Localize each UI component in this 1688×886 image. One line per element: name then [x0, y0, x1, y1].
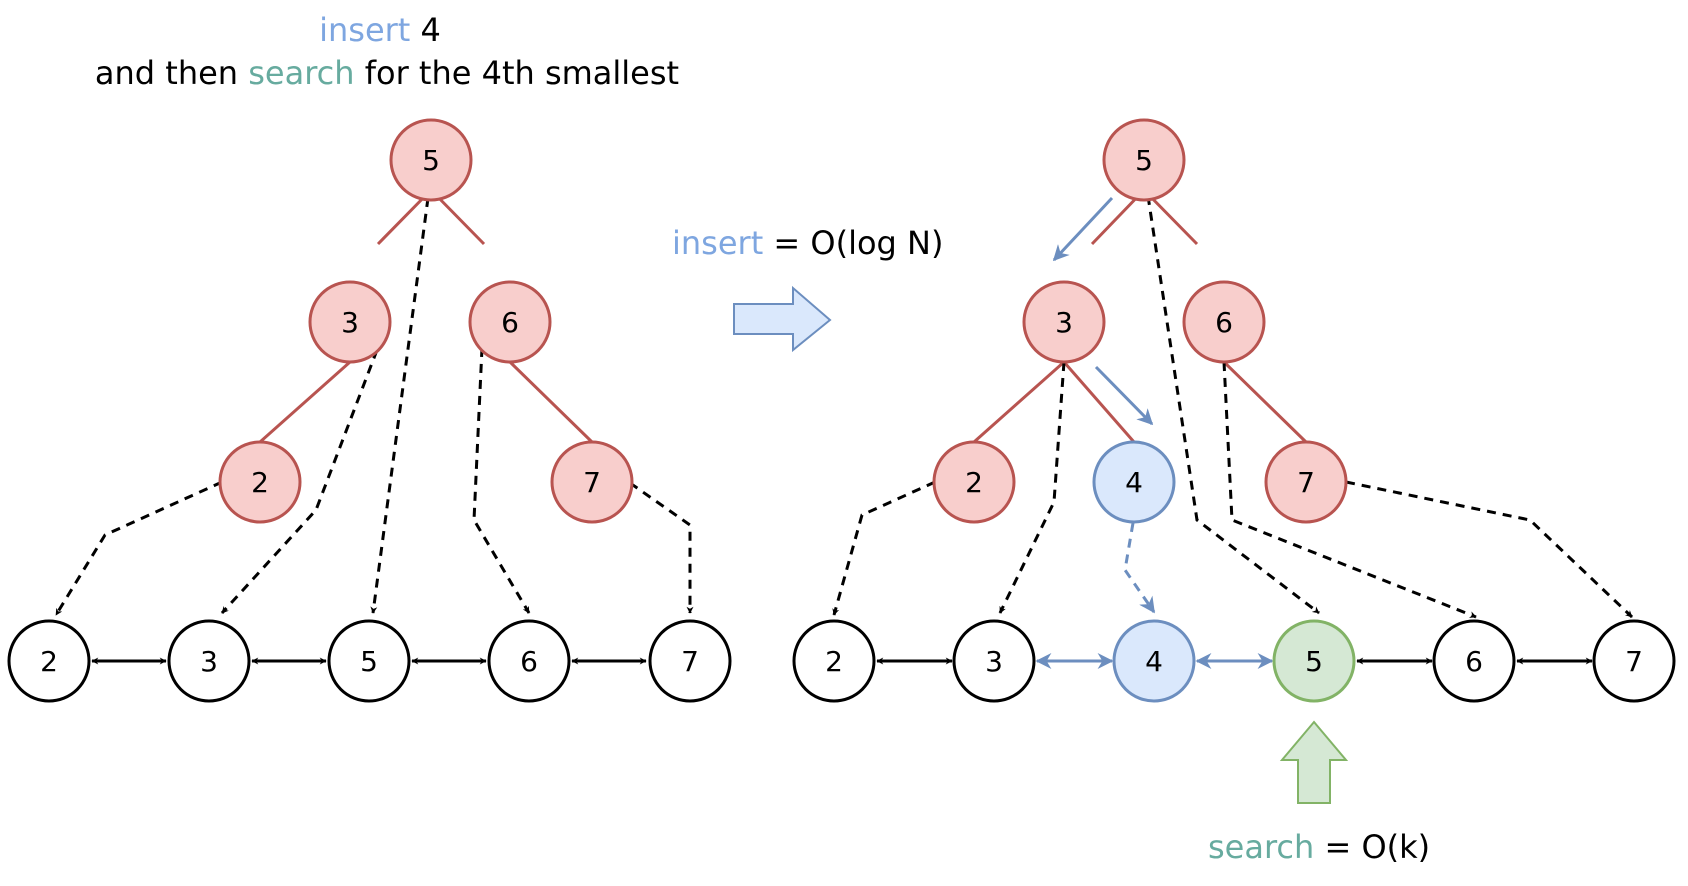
node-label: 2 — [825, 645, 843, 678]
node-label: 6 — [501, 306, 519, 339]
list-node: 3 — [167, 619, 251, 703]
list-node: 3 — [952, 619, 1036, 703]
pointer-7 — [1345, 480, 1634, 619]
pointer-6 — [472, 347, 531, 614]
pointer-7 — [629, 481, 694, 614]
list-node: 6 — [1432, 619, 1516, 703]
node-label: 3 — [200, 645, 218, 678]
after-leaf-pointers — [832, 195, 1634, 619]
before-leaf-pointers — [54, 197, 694, 616]
node-label: 6 — [1465, 645, 1483, 678]
insert-path-arrows — [1052, 196, 1154, 426]
title-line-1: insert 4 — [319, 11, 441, 49]
node-label: 5 — [1135, 144, 1153, 177]
search-cost-keyword: search — [1208, 828, 1314, 866]
pointer-5 — [370, 197, 430, 614]
node-label: 6 — [520, 645, 538, 678]
pointer-3 — [220, 349, 379, 615]
list-node: 2 — [792, 619, 876, 703]
insert-cost-label: insert = O(log N) — [672, 224, 943, 262]
edge-3-4 — [1062, 361, 1136, 443]
list-node: 2 — [7, 619, 91, 703]
node-label: 2 — [251, 466, 269, 499]
before-tree-nodes: 5 3 6 2 7 — [218, 118, 634, 524]
tree-node-left-left: 2 — [218, 440, 302, 524]
node-label: 3 — [985, 645, 1003, 678]
list-node-inserted: 4 — [1112, 619, 1196, 703]
tree-node-left: 3 — [1022, 280, 1106, 364]
list-node: 5 — [327, 619, 411, 703]
before-list-nodes: 2 3 5 6 7 — [7, 619, 732, 703]
tree-node-left: 3 — [308, 280, 392, 364]
node-label: 3 — [1055, 306, 1073, 339]
tree-node-root: 5 — [1102, 118, 1186, 202]
title-line-2-rest: for the 4th smallest — [355, 54, 680, 92]
pointer-4 — [1123, 522, 1156, 614]
before-diagram: 5 3 6 2 7 — [7, 118, 732, 703]
tree-node-inserted: 4 — [1092, 440, 1176, 524]
node-label: 5 — [360, 645, 378, 678]
tree-node-right: 6 — [1182, 280, 1266, 364]
transition-arrow-icon — [733, 285, 832, 353]
node-label: 7 — [1625, 645, 1643, 678]
edge-3-2 — [259, 360, 351, 444]
list-node-found: 5 — [1272, 619, 1356, 703]
pointer-2 — [832, 480, 936, 616]
pointer-6 — [1222, 361, 1477, 619]
tree-node-right-right: 7 — [550, 440, 634, 524]
search-arrow-icon — [1279, 720, 1349, 804]
search-keyword: search — [248, 54, 354, 92]
node-label: 4 — [1145, 645, 1163, 678]
insert-cost-keyword: insert — [672, 224, 763, 262]
after-list-nodes: 2 3 4 5 6 7 — [792, 619, 1676, 703]
node-label: 4 — [1125, 466, 1143, 499]
insert-path-arrow-1 — [1052, 196, 1114, 262]
after-tree-nodes: 5 3 6 2 4 7 — [932, 118, 1348, 524]
tree-node-right-right: 7 — [1264, 440, 1348, 524]
tree-node-root: 5 — [389, 118, 473, 202]
node-label: 2 — [965, 466, 983, 499]
search-cost-label: search = O(k) — [1208, 828, 1430, 866]
list-node: 7 — [1592, 619, 1676, 703]
tree-node-right: 6 — [468, 280, 552, 364]
title-line-1-rest: 4 — [410, 11, 441, 49]
node-label: 7 — [681, 645, 699, 678]
node-label: 2 — [40, 645, 58, 678]
tree-node-left-left: 2 — [932, 440, 1016, 524]
list-node: 6 — [487, 619, 571, 703]
title-line-2-prefix: and then — [95, 54, 248, 92]
insert-cost-rest: = O(log N) — [763, 224, 943, 262]
node-label: 5 — [1305, 645, 1323, 678]
edge-3-2 — [973, 360, 1065, 444]
pointer-2 — [54, 480, 223, 616]
node-label: 5 — [422, 144, 440, 177]
insert-keyword: insert — [319, 11, 410, 49]
node-label: 6 — [1215, 306, 1233, 339]
edge-6-7 — [1222, 360, 1308, 444]
node-label: 3 — [341, 306, 359, 339]
node-label: 7 — [583, 466, 601, 499]
search-cost-rest: = O(k) — [1314, 828, 1430, 866]
edge-6-7 — [508, 360, 594, 444]
pointer-5 — [1146, 195, 1320, 615]
node-label: 7 — [1297, 466, 1315, 499]
after-diagram: 5 3 6 2 4 7 — [792, 118, 1676, 866]
insert-path-arrow-2 — [1094, 365, 1154, 426]
title-line-2: and then search for the 4th smallest — [95, 54, 679, 92]
list-node: 7 — [648, 619, 732, 703]
